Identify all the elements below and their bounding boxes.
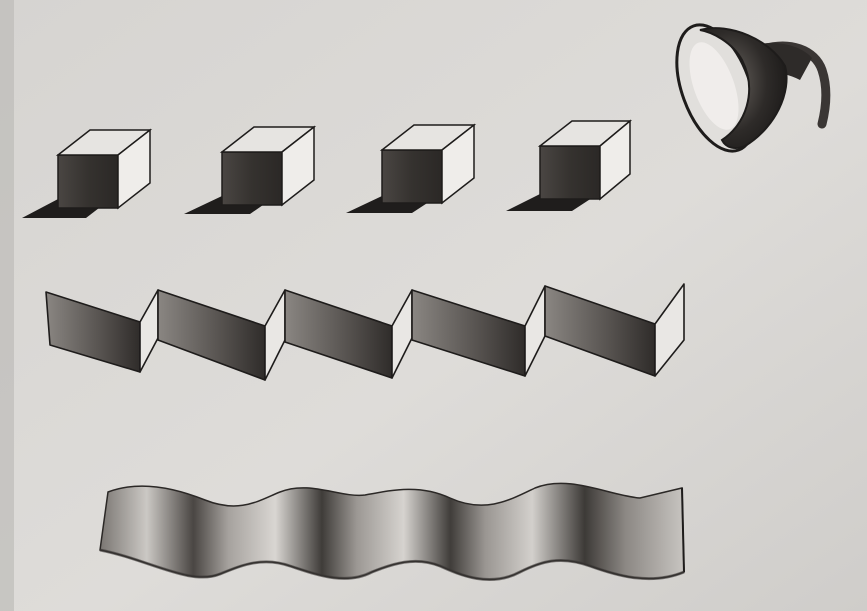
- wavy-ribbon: [100, 483, 684, 579]
